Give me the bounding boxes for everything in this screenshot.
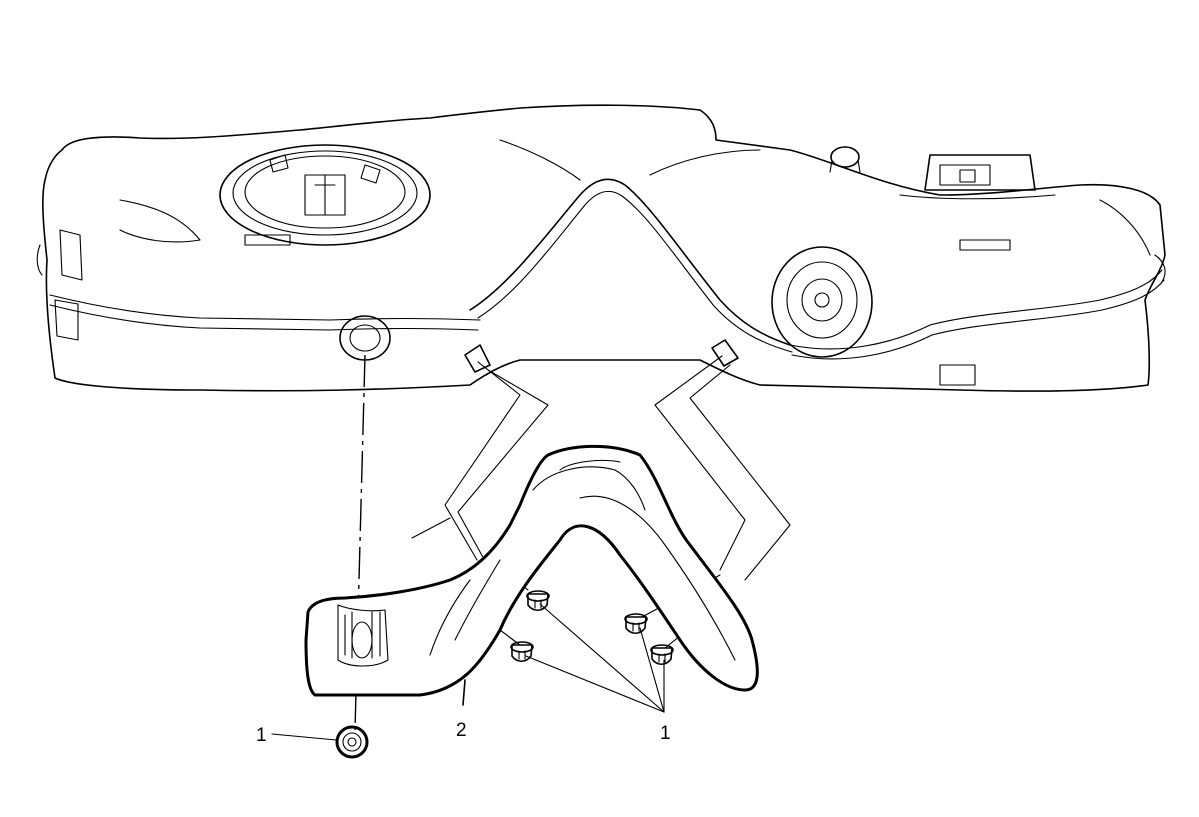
push-pin-fastener bbox=[624, 613, 648, 635]
tank-port-right bbox=[771, 246, 873, 358]
filler-vent-valve bbox=[829, 146, 1056, 200]
callout-nut: 1 bbox=[256, 725, 267, 746]
fuel-tank bbox=[36, 104, 1166, 392]
push-pin-fastener bbox=[510, 641, 534, 663]
shield-fasteners bbox=[510, 590, 674, 713]
tank-mount-stud bbox=[339, 315, 391, 361]
callout-fasteners: 1 bbox=[660, 723, 671, 744]
push-pin-fastener bbox=[526, 590, 550, 612]
callout-shield: 2 bbox=[456, 720, 467, 741]
push-pin-fastener bbox=[650, 644, 674, 666]
fuel-pump-module bbox=[219, 144, 431, 246]
fuel-tank-shield bbox=[304, 444, 759, 706]
retaining-nut bbox=[271, 725, 369, 759]
